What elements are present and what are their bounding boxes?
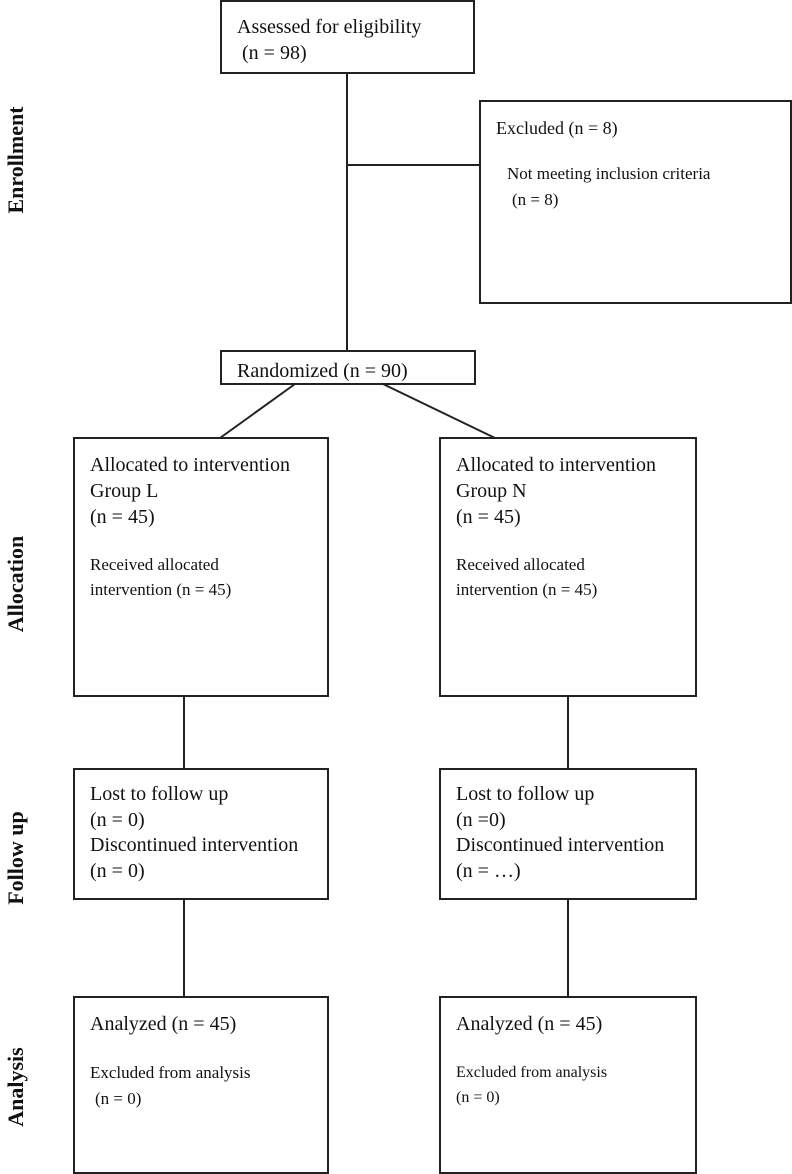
followup-n-discontinued: Discontinued intervention [456, 834, 665, 856]
assessed-count: (n = 98) [242, 42, 307, 64]
followup-group-l-box: Lost to follow up (n = 0) Discontinued i… [73, 768, 329, 900]
stage-label-enrollment: Enrollment [3, 106, 28, 214]
allocation-group-n-box: Allocated to intervention Group N (n = 4… [439, 437, 697, 697]
randomized-box: Randomized (n = 90) [220, 350, 476, 385]
allocation-n-received: Received allocated [456, 555, 585, 574]
followup-n-lost-count: (n =0) [456, 809, 506, 831]
stage-label-allocation: Allocation [3, 535, 28, 633]
analysis-n-analyzed: Analyzed (n = 45) [456, 1013, 603, 1035]
analysis-l-excluded-count: (n = 0) [95, 1089, 142, 1108]
excluded-reason: Not meeting inclusion criteria [507, 164, 711, 183]
followup-l-discontinued: Discontinued intervention [90, 834, 299, 856]
analysis-l-analyzed: Analyzed (n = 45) [90, 1013, 237, 1035]
allocation-l-group: Group L [90, 480, 159, 502]
allocation-group-l-box: Allocated to intervention Group L (n = 4… [73, 437, 329, 697]
allocation-l-received-count: intervention (n = 45) [90, 580, 232, 599]
excluded-title: Excluded (n = 8) [496, 118, 618, 138]
followup-n-discontinued-count: (n = …) [456, 860, 521, 882]
analysis-group-n-box: Analyzed (n = 45) Excluded from analysis… [439, 996, 697, 1174]
allocation-n-group: Group N [456, 480, 527, 502]
followup-l-lost: Lost to follow up [90, 783, 229, 805]
excluded-box: Excluded (n = 8) Not meeting inclusion c… [479, 100, 792, 304]
allocation-n-label: Allocated to intervention [456, 454, 656, 476]
allocation-n-count: (n = 45) [456, 506, 521, 528]
followup-n-lost: Lost to follow up [456, 783, 595, 805]
allocation-l-count: (n = 45) [90, 506, 155, 528]
connector-randomized-to-group-l [219, 383, 296, 439]
followup-group-n-box: Lost to follow up (n =0) Discontinued in… [439, 768, 697, 900]
stage-label-analysis: Analysis [3, 1047, 28, 1127]
randomized-label: Randomized (n = 90) [237, 360, 408, 382]
followup-l-discontinued-count: (n = 0) [90, 860, 145, 882]
followup-l-lost-count: (n = 0) [90, 809, 145, 831]
excluded-reason-count: (n = 8) [512, 190, 559, 209]
allocation-l-label: Allocated to intervention [90, 454, 290, 476]
analysis-n-excluded: Excluded from analysis [456, 1064, 608, 1081]
analysis-n-excluded-count: (n = 0) [456, 1089, 500, 1106]
analysis-l-excluded: Excluded from analysis [90, 1063, 251, 1082]
connector-randomized-to-group-n [382, 383, 496, 439]
stage-label-follow-up: Follow up [3, 811, 28, 905]
assessed-box: Assessed for eligibility (n = 98) [220, 0, 475, 74]
allocation-l-received: Received allocated [90, 555, 219, 574]
analysis-group-l-box: Analyzed (n = 45) Excluded from analysis… [73, 996, 329, 1174]
assessed-label: Assessed for eligibility [237, 16, 422, 38]
allocation-n-received-count: intervention (n = 45) [456, 580, 598, 599]
